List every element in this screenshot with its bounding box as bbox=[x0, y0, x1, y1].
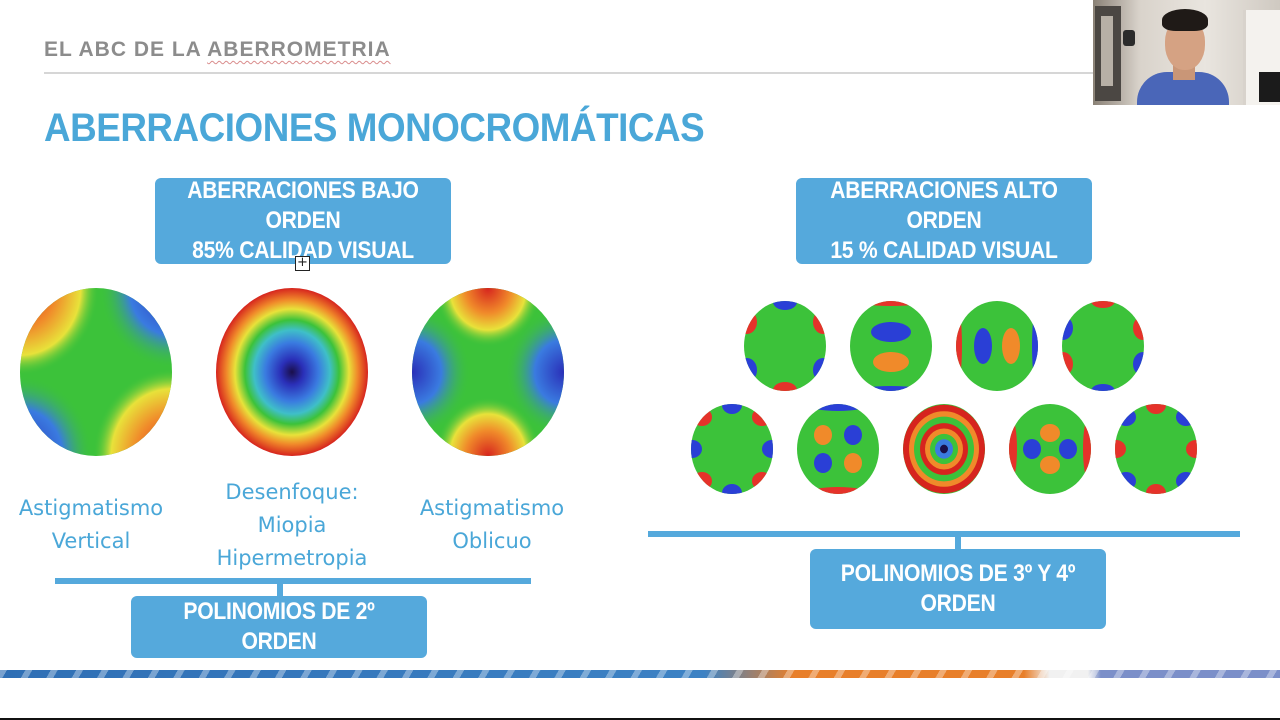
low-order-box: ABERRACIONES BAJO ORDEN 85% CALIDAD VISU… bbox=[155, 177, 451, 264]
high-order-box: ABERRACIONES ALTO ORDEN 15 % CALIDAD VIS… bbox=[796, 177, 1092, 264]
caption-vertical-astigmatism: Astigmatismo Vertical bbox=[5, 492, 177, 558]
webcam-window bbox=[1095, 6, 1121, 101]
header-divider bbox=[44, 72, 1104, 74]
third-fourth-order-polynomials-label: POLINOMIOS DE 3º Y 4º ORDEN bbox=[840, 560, 1076, 617]
secondary-astigmatism-oblique-map bbox=[1009, 404, 1091, 494]
high-order-bracket bbox=[648, 531, 1240, 537]
webcam-video bbox=[1093, 0, 1280, 105]
caption-line: Miopia bbox=[257, 513, 327, 537]
header-title-underlined: ABERROMETRIA bbox=[207, 38, 391, 61]
footer-stripe bbox=[0, 670, 1280, 678]
header-title-text: EL ABC DE LA bbox=[44, 38, 208, 61]
third-fourth-order-polynomials-box: POLINOMIOS DE 3º Y 4º ORDEN bbox=[810, 549, 1106, 629]
horizontal-coma-map bbox=[956, 301, 1038, 391]
slide-title: ABERRACIONES MONOCROMÁTICAS bbox=[44, 106, 705, 150]
webcam-person-hair bbox=[1162, 9, 1208, 31]
low-order-line1: ABERRACIONES BAJO ORDEN bbox=[187, 177, 419, 234]
high-order-bracket-stem bbox=[955, 537, 961, 549]
caption-line: Hipermetropia bbox=[216, 546, 368, 570]
oblique-trefoil-map bbox=[1062, 301, 1144, 391]
caption-line: Vertical bbox=[51, 529, 131, 553]
webcam-lamp bbox=[1123, 30, 1135, 46]
webcam-monitor bbox=[1259, 72, 1280, 102]
bottom-edge bbox=[0, 718, 1280, 720]
vertical-astigmatism-map bbox=[20, 288, 172, 456]
higher-order-maps bbox=[691, 301, 1197, 494]
caption-line: Astigmatismo bbox=[18, 496, 164, 520]
second-order-polynomials-box: POLINOMIOS DE 2º ORDEN bbox=[131, 596, 427, 658]
caption-defocus: Desenfoque: Miopia Hipermetropia bbox=[202, 476, 382, 575]
caption-line: Astigmatismo bbox=[419, 496, 565, 520]
vertical-coma-map bbox=[850, 301, 932, 391]
secondary-astigmatism-map bbox=[797, 404, 879, 494]
low-order-bracket-stem bbox=[277, 584, 283, 596]
plus-box-icon[interactable]: + bbox=[295, 256, 310, 271]
oblique-astigmatism-map bbox=[412, 288, 564, 456]
second-order-polynomials-label: POLINOMIOS DE 2º ORDEN bbox=[183, 598, 375, 655]
caption-line: Desenfoque: bbox=[225, 480, 359, 504]
caption-oblique-astigmatism: Astigmatismo Oblicuo bbox=[404, 492, 580, 558]
defocus-map bbox=[216, 288, 368, 456]
caption-line: Oblicuo bbox=[452, 529, 532, 553]
trefoil-map bbox=[744, 301, 826, 391]
tetrafoil-map bbox=[691, 404, 773, 494]
oblique-tetrafoil-map bbox=[1115, 404, 1197, 494]
high-order-line2: 15 % CALIDAD VISUAL bbox=[830, 237, 1058, 264]
spherical-aberration-map bbox=[903, 404, 985, 494]
high-order-line1: ABERRACIONES ALTO ORDEN bbox=[830, 177, 1058, 234]
header-title: EL ABC DE LA ABERROMETRIA bbox=[44, 38, 391, 62]
low-order-bracket bbox=[55, 578, 531, 584]
